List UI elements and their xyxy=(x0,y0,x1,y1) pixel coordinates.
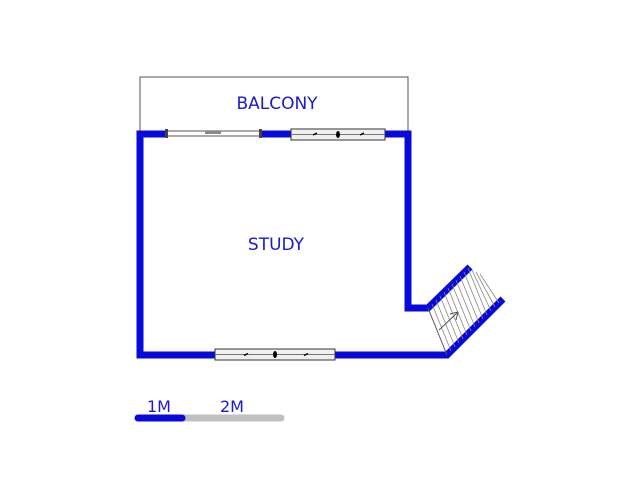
balcony-outline xyxy=(139,76,409,133)
scale-label-1m: 1M xyxy=(147,397,171,416)
scale-bar: 1M 2M xyxy=(134,397,285,422)
study-wall-right xyxy=(385,130,473,312)
staircase-icon xyxy=(427,267,500,356)
room-label-study: STUDY xyxy=(248,235,305,255)
scale-label-2m: 2M xyxy=(220,397,244,416)
window-top-icon xyxy=(290,128,386,141)
window-bottom-icon xyxy=(214,348,336,361)
study-wall xyxy=(136,130,506,359)
room-label-balcony: BALCONY xyxy=(236,94,318,114)
sliding-door-icon xyxy=(165,129,262,138)
